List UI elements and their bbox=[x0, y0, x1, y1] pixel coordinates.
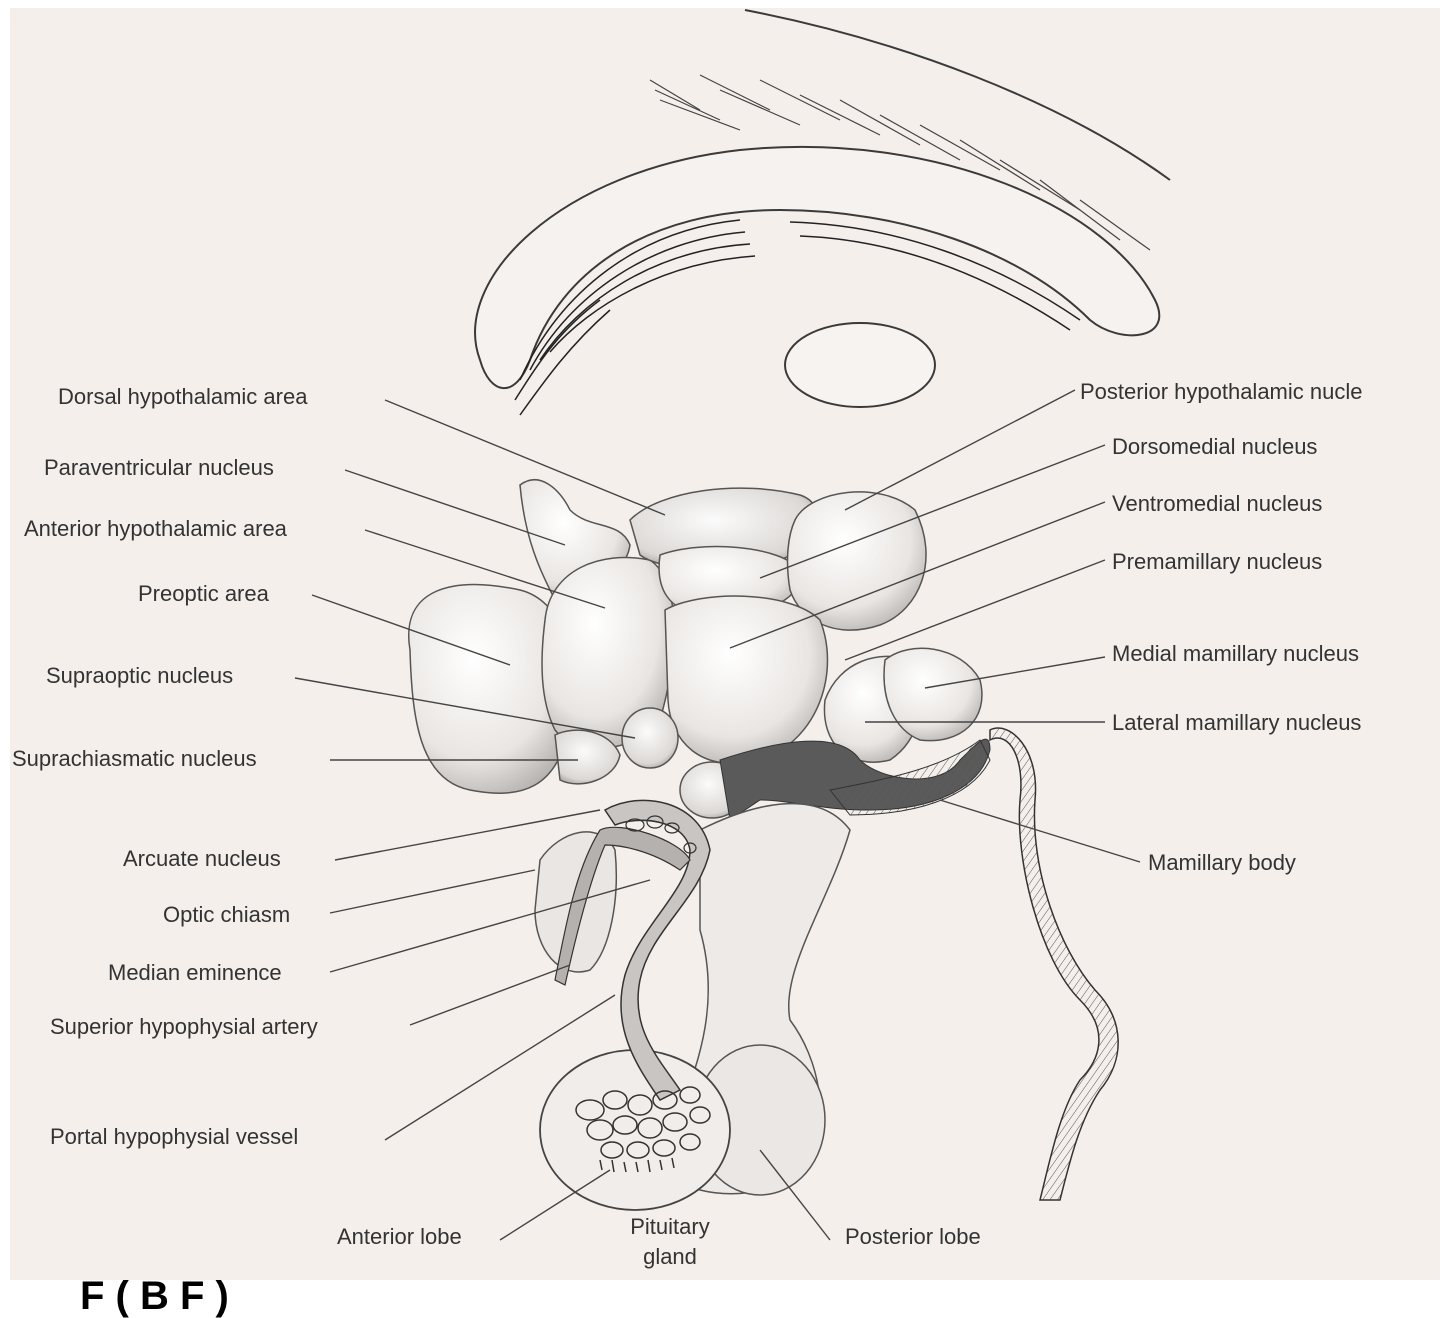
label-arcuate-nucleus: Arcuate nucleus bbox=[123, 848, 281, 870]
label-posterior-lobe: Posterior lobe bbox=[845, 1226, 981, 1248]
label-dorsal-hypothalamic-area: Dorsal hypothalamic area bbox=[58, 386, 307, 408]
label-optic-chiasm: Optic chiasm bbox=[163, 904, 290, 926]
label-anterior-lobe: Anterior lobe bbox=[337, 1226, 462, 1248]
label-suprachiasmatic-nucleus: Suprachiasmatic nucleus bbox=[12, 748, 257, 770]
label-mamillary-body: Mamillary body bbox=[1148, 852, 1296, 874]
label-supraoptic-nucleus: Supraoptic nucleus bbox=[46, 665, 233, 687]
label-lateral-mamillary-nucleus: Lateral mamillary nucleus bbox=[1112, 712, 1361, 734]
fornix-oval bbox=[785, 323, 935, 407]
label-anterior-hypothalamic-area: Anterior hypothalamic area bbox=[24, 518, 287, 540]
label-premamillary-nucleus: Premamillary nucleus bbox=[1112, 551, 1322, 573]
label-portal-hypophysial-vessel: Portal hypophysial vessel bbox=[50, 1126, 298, 1148]
caption-cropped: F ( B F ) bbox=[80, 1276, 229, 1316]
label-median-eminence: Median eminence bbox=[108, 962, 282, 984]
label-preoptic-area: Preoptic area bbox=[138, 583, 269, 605]
label-paraventricular-nucleus: Paraventricular nucleus bbox=[44, 457, 274, 479]
label-medial-mamillary-nucleus: Medial mamillary nucleus bbox=[1112, 643, 1359, 665]
label-dorsomedial-nucleus: Dorsomedial nucleus bbox=[1112, 436, 1317, 458]
label-ventromedial-nucleus: Ventromedial nucleus bbox=[1112, 493, 1322, 515]
label-posterior-hypothalamic-nucleus: Posterior hypothalamic nucle bbox=[1080, 381, 1438, 403]
label-pituitary-gland: Pituitary gland bbox=[620, 1212, 720, 1271]
label-superior-hypophysial-artery: Superior hypophysial artery bbox=[50, 1016, 318, 1038]
